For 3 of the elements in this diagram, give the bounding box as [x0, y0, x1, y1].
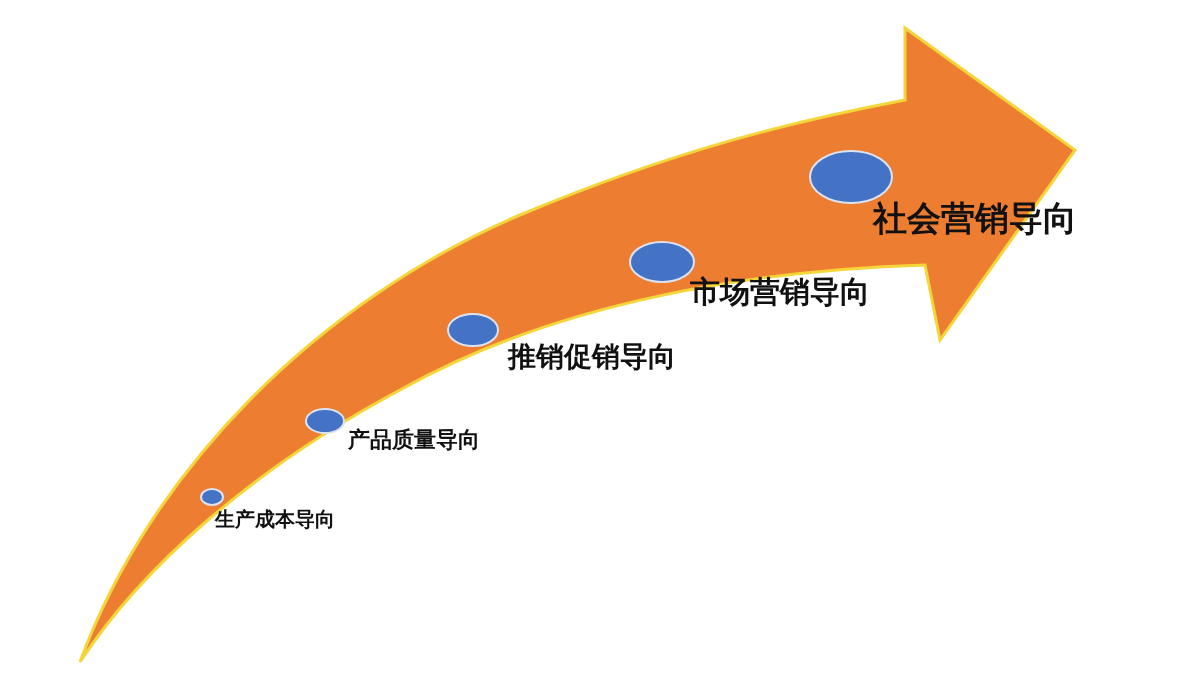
stage-label: 产品质量导向	[348, 428, 480, 453]
stage-label: 推销促销导向	[508, 342, 676, 373]
stage-label: 生产成本导向	[215, 508, 335, 530]
